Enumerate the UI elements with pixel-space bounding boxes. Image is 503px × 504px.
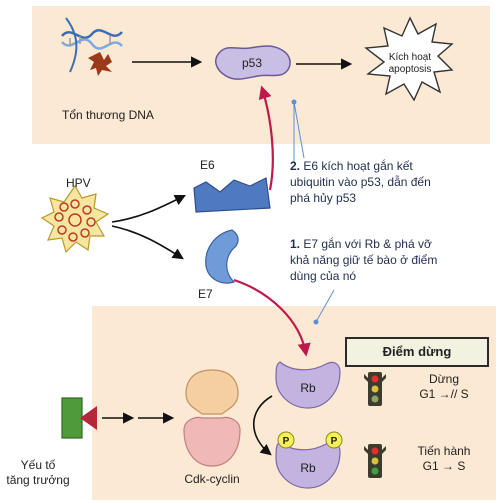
e7-protein	[205, 229, 239, 284]
checkpoint-title: Điểm dừng	[345, 337, 489, 367]
rb-phosphorylation-arrow	[252, 395, 273, 456]
e7-note-number: 1.	[290, 237, 301, 251]
hpv-label: HPV	[66, 176, 91, 190]
p53-label: p53	[242, 56, 262, 70]
growth-factor-label: Yếu tố tăng trưởng	[0, 458, 76, 488]
e7-label: E7	[198, 287, 213, 301]
e6-note-dot	[291, 99, 297, 105]
e6-to-p53-arrow	[258, 85, 274, 191]
growth-factor-ligand	[80, 406, 97, 430]
checkpoint-proceed-text: Tiến hành G1 → S	[396, 444, 492, 474]
checkpoint-proceed-line-1: Tiến hành	[417, 444, 471, 458]
e7-note-line-2: khả năng giữ tế bào ở điểm	[290, 253, 438, 267]
cdk-cyclin-label: Cdk-cyclin	[184, 472, 240, 486]
checkpoint-stop-line-2: G1 →// S	[419, 387, 469, 401]
p53-protein	[215, 45, 291, 80]
e7-note-dot	[313, 319, 319, 325]
checkpoint-proceed-line-2: G1 → S	[422, 459, 466, 473]
e6-note-line-2: ubiquitin vào p53, dẫn đến	[290, 175, 431, 189]
dna-damage-label: Tổn thương DNA	[62, 108, 154, 122]
e7-note-line-3: dùng của nó	[290, 269, 357, 283]
hpv-virus-icon	[40, 184, 110, 254]
e6-protein	[193, 177, 271, 213]
traffic-light-stop-icon	[364, 372, 386, 406]
e7-to-rb-arrow	[233, 278, 311, 357]
apoptosis-line-1: Kích hoạt	[389, 52, 431, 63]
apoptosis-burst	[364, 16, 454, 102]
cdk-cyclin-bottom	[183, 416, 241, 467]
phosphate-left-label: P	[283, 436, 290, 447]
cdk-cyclin-top	[185, 369, 239, 415]
e6-annotation: 2. E6 kích hoạt gắn kết ubiquitin vào p5…	[290, 158, 500, 206]
e7-annotation: 1. E7 gắn với Rb & phá vỡ khả năng giữ t…	[290, 236, 500, 284]
checkpoint-stop-line-1: Dừng	[428, 372, 460, 386]
rb-protein-bottom	[275, 441, 341, 489]
phosphate-left	[277, 431, 295, 449]
e7-note-leader	[315, 289, 335, 323]
traffic-light-go-icon	[364, 444, 386, 478]
phosphate-right	[325, 431, 343, 449]
e7-note-line-1: E7 gắn với Rb & phá vỡ	[303, 237, 432, 251]
e6-note-number: 2.	[290, 159, 301, 173]
growth-factor-line-2: tăng trưởng	[6, 473, 70, 487]
e6-note-line-1: E6 kích hoạt gắn kết	[303, 159, 413, 173]
checkpoint-stop-text: Dừng G1 →// S	[396, 372, 492, 402]
dna-helix-icon	[61, 17, 123, 76]
hpv-to-e7-arrow	[111, 225, 184, 260]
growth-factor-receptor	[61, 397, 83, 439]
e6-note-line-3: phá hủy p53	[290, 191, 357, 205]
e6-note-leader	[293, 101, 305, 159]
e6-label: E6	[200, 158, 215, 172]
apoptosis-line-2: apoptosis	[389, 64, 432, 75]
rb-bottom-label: Rb	[300, 461, 316, 475]
hpv-to-e6-arrow	[111, 194, 187, 223]
rb-top-label: Rb	[300, 381, 316, 395]
phosphate-right-label: P	[331, 436, 338, 447]
growth-factor-line-1: Yếu tố	[20, 458, 56, 472]
rb-protein-top	[275, 361, 341, 409]
